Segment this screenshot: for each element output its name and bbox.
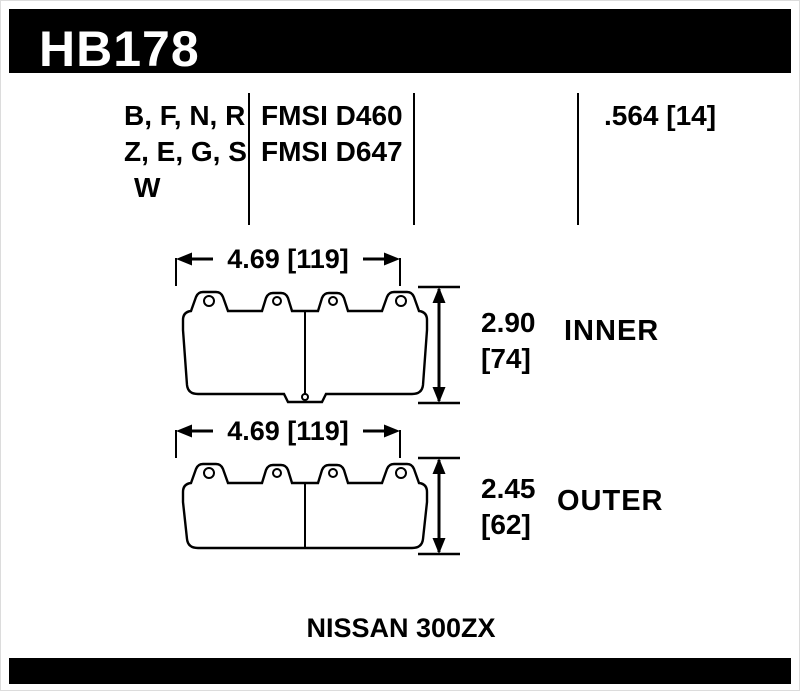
table-divider-2	[413, 93, 415, 225]
extension-line	[399, 430, 401, 458]
width-dimension-inner: 4.69 [119]	[175, 243, 401, 286]
height-dimension-inner	[418, 285, 460, 405]
height-dimension-outer	[418, 456, 460, 556]
inner-pad-label: INNER	[564, 315, 660, 347]
outer-height-mm: [62]	[481, 509, 531, 540]
width-dimension-text: 4.69 [119]	[227, 243, 349, 274]
width-dimension-outer: 4.69 [119]	[175, 415, 401, 458]
outer-pad-drawing	[181, 462, 429, 550]
inner-height-inches: 2.90	[481, 307, 536, 338]
header-bar: HB178	[9, 9, 791, 77]
part-number: HB178	[39, 21, 200, 77]
outer-height-inches: 2.45	[481, 473, 536, 504]
outer-pad-label: OUTER	[557, 485, 664, 517]
table-divider-1	[248, 93, 250, 225]
right-arrowhead-icon	[363, 424, 400, 438]
compound-codes-line-2: Z, E, G, S	[124, 136, 247, 167]
vehicle-application: NISSAN 300ZX	[306, 613, 496, 643]
left-arrowhead-icon	[176, 252, 213, 266]
inner-pad-drawing	[181, 290, 429, 404]
fmsi-number-1: FMSI D460	[261, 100, 403, 131]
table-divider-3	[577, 93, 579, 225]
compound-codes-line-1: B, F, N, R	[124, 100, 246, 131]
width-dimension-text: 4.69 [119]	[227, 415, 349, 446]
compound-codes-line-3: W	[134, 172, 161, 203]
right-arrowhead-icon	[363, 252, 400, 266]
left-arrowhead-icon	[176, 424, 213, 438]
fmsi-number-2: FMSI D647	[261, 136, 403, 167]
pad-thickness-value: .564 [14]	[604, 100, 717, 131]
footer-bar	[9, 658, 791, 684]
extension-line	[175, 258, 177, 286]
extension-line	[399, 258, 401, 286]
extension-line	[175, 430, 177, 458]
inner-height-mm: [74]	[481, 343, 531, 374]
